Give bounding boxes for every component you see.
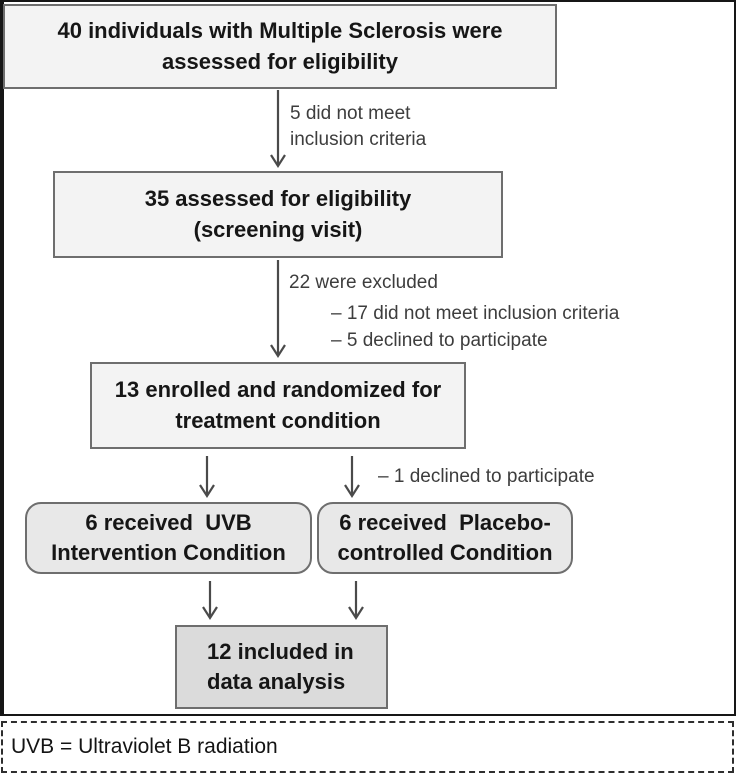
- label-excluded-item-declined: – 5 declined to participate: [331, 330, 548, 351]
- box-data-analysis: 12 included in data analysis: [175, 625, 388, 709]
- flowchart-frame: [0, 0, 736, 716]
- label-one-declined: – 1 declined to participate: [378, 466, 595, 487]
- legend-box: UVB = Ultraviolet B radiation: [1, 721, 734, 773]
- box-enrolled-randomized: 13 enrolled and randomized for treatment…: [90, 362, 466, 449]
- box-placebo-controlled-group: 6 received Placebo- controlled Condition: [317, 502, 573, 574]
- box-screening-visit: 35 assessed for eligibility (screening v…: [53, 171, 503, 258]
- legend-note: UVB = Ultraviolet B radiation: [11, 735, 278, 758]
- label-excluded-item-criteria: – 17 did not meet inclusion criteria: [331, 303, 620, 324]
- box-uvb-intervention-group: 6 received UVB Intervention Condition: [25, 502, 312, 574]
- label-excluded-heading: 22 were excluded: [289, 272, 438, 293]
- label-did-not-meet-criteria: 5 did not meet inclusion criteria: [290, 103, 427, 150]
- box-assessed-for-eligibility: 40 individuals with Multiple Sclerosis w…: [3, 4, 557, 89]
